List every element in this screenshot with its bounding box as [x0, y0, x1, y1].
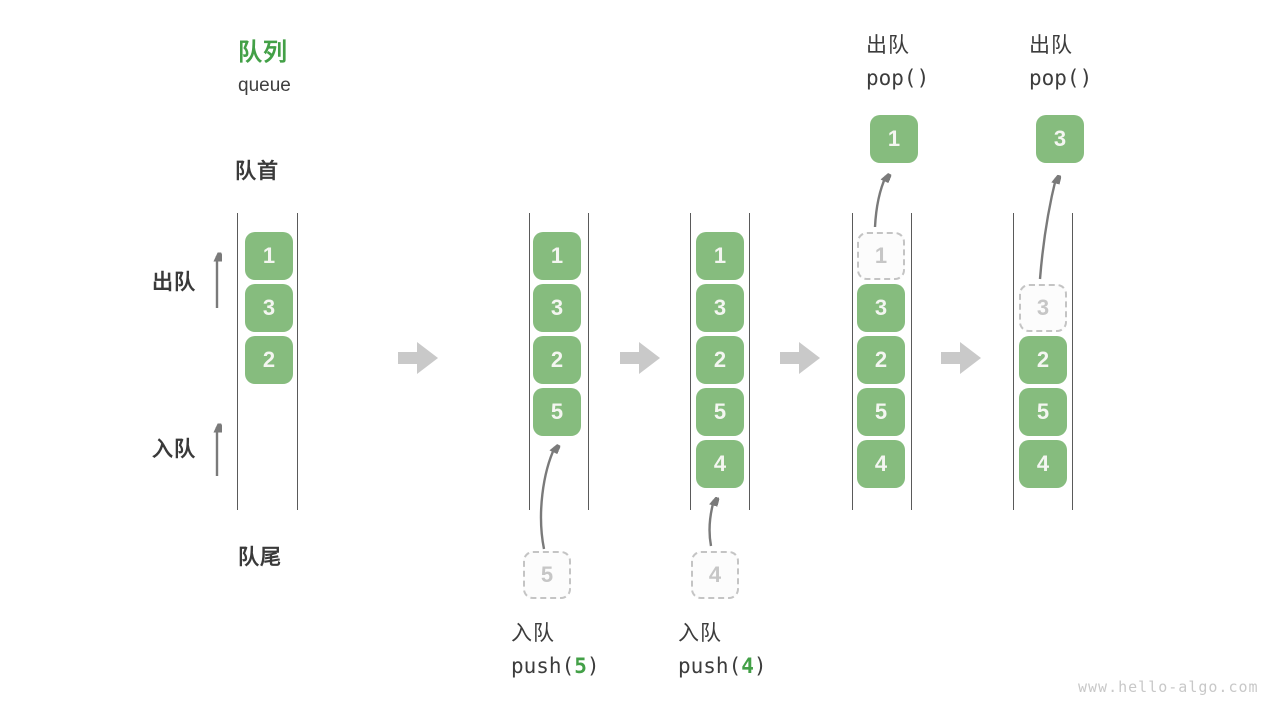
push-op-label-2: 入队 push(4)	[678, 618, 767, 682]
code-fn: push(	[511, 654, 575, 678]
push-op-zh: 入队	[678, 622, 722, 645]
step-arrow-icon	[398, 342, 438, 374]
code-arg: 4	[741, 654, 754, 678]
pop-op-zh: 出队	[866, 34, 910, 57]
queue-cell: 2	[1019, 336, 1067, 384]
queue-cell: 2	[533, 336, 581, 384]
step-arrow-icon	[620, 342, 660, 374]
push-op-label-1: 入队 push(5)	[511, 618, 600, 682]
label-enqueue-side: 入队	[152, 438, 196, 461]
step-arrow-icon	[780, 342, 820, 374]
title-zh: 队列	[238, 39, 288, 66]
queue-cell: 3	[245, 284, 293, 332]
popped-value-cell: 3	[1036, 115, 1084, 163]
push-op-code: push(4)	[678, 650, 767, 682]
label-queue-rear: 队尾	[238, 546, 282, 569]
queue-cell: 1	[245, 232, 293, 280]
queue-cell: 4	[1019, 440, 1067, 488]
code-fn: push(	[678, 654, 742, 678]
queue-cell: 3	[696, 284, 744, 332]
queue-column-2	[529, 213, 589, 510]
code-close: )	[586, 654, 600, 678]
queue-cell: 4	[857, 440, 905, 488]
pop-op-code: pop()	[1029, 66, 1093, 90]
queue-cell-popped-ghost: 1	[857, 232, 905, 280]
queue-column-3	[690, 213, 750, 510]
pop-op-code: pop()	[866, 66, 930, 90]
queue-cell: 3	[857, 284, 905, 332]
step-arrow-icon	[941, 342, 981, 374]
queue-cell: 5	[696, 388, 744, 436]
queue-column-4	[852, 213, 912, 510]
pop-op-label-1: 出队 pop()	[866, 30, 929, 94]
queue-column-5	[1013, 213, 1073, 510]
queue-cell: 2	[857, 336, 905, 384]
queue-cell: 2	[696, 336, 744, 384]
queue-cell: 1	[533, 232, 581, 280]
code-close: )	[753, 654, 767, 678]
queue-column-1	[237, 213, 298, 510]
title-en: queue	[238, 75, 291, 96]
push-op-zh: 入队	[511, 622, 555, 645]
staged-push-cell: 5	[523, 551, 571, 599]
pop-op-zh: 出队	[1029, 34, 1073, 57]
queue-cell: 4	[696, 440, 744, 488]
staged-push-cell: 4	[691, 551, 739, 599]
queue-cell: 5	[533, 388, 581, 436]
queue-cell: 5	[1019, 388, 1067, 436]
pop-op-label-2: 出队 pop()	[1029, 30, 1092, 94]
queue-cell: 2	[245, 336, 293, 384]
label-queue-front: 队首	[235, 160, 279, 183]
code-arg: 5	[574, 654, 587, 678]
label-dequeue-side: 出队	[152, 271, 196, 294]
queue-cell: 3	[533, 284, 581, 332]
diagram-title: 队列 queue	[238, 32, 291, 97]
watermark: www.hello-algo.com	[1078, 678, 1259, 696]
queue-cell-popped-ghost: 3	[1019, 284, 1067, 332]
queue-cell: 1	[696, 232, 744, 280]
push-op-code: push(5)	[511, 650, 600, 682]
queue-cell: 5	[857, 388, 905, 436]
popped-value-cell: 1	[870, 115, 918, 163]
